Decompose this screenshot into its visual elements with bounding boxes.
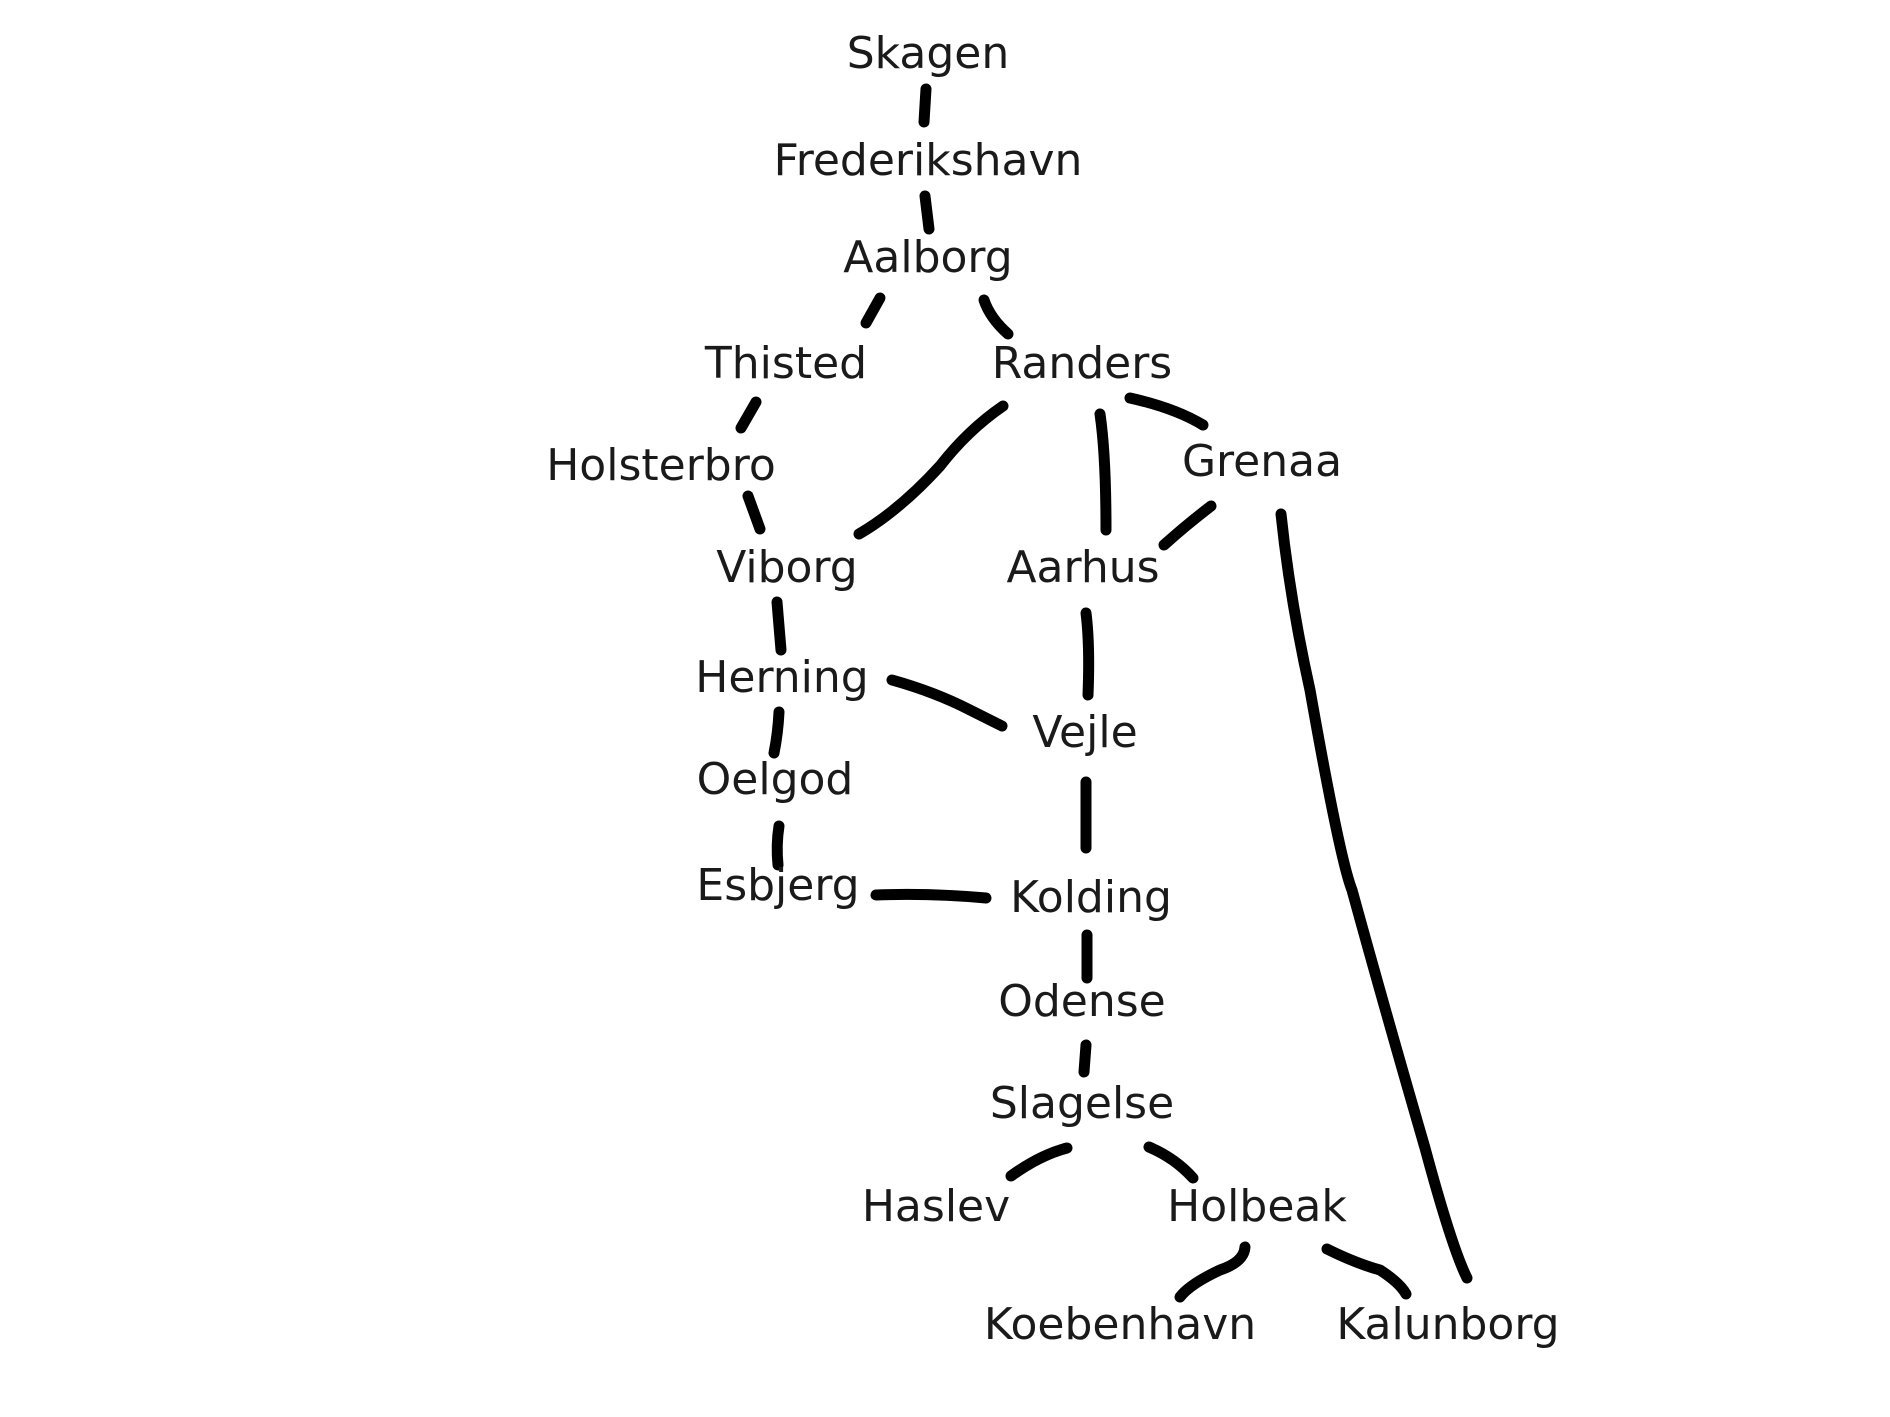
edge-holbeak-kalunborg [1321, 1243, 1412, 1300]
node-kolding: Kolding [1010, 872, 1172, 923]
node-esbjerg: Esbjerg [696, 860, 859, 911]
edge-aalborg-thisted [860, 292, 886, 329]
node-haslev: Haslev [862, 1181, 1010, 1232]
edge-layer [735, 83, 1473, 1303]
node-slagelse: Slagelse [990, 1078, 1174, 1129]
node-oelgod: Oelgod [697, 754, 854, 805]
edge-odense-slagelse [1078, 1039, 1092, 1078]
node-holsterbro: Holsterbro [546, 440, 776, 491]
node-thisted: Thisted [704, 338, 867, 389]
edge-slagelse-haslev [1005, 1142, 1073, 1182]
node-koebenhavn: Koebenhavn [984, 1299, 1256, 1350]
edge-randers-viborg [853, 400, 1009, 540]
edge-holbeak-koebenhavn [1174, 1241, 1251, 1303]
node-kalunborg: Kalunborg [1336, 1299, 1559, 1350]
edge-slagelse-holbeak [1143, 1141, 1199, 1184]
node-aarhus: Aarhus [1006, 542, 1159, 593]
edge-randers-grenaa [1124, 392, 1209, 431]
node-vejle: Vejle [1032, 707, 1137, 758]
edge-skagen-frederikshavn [918, 83, 932, 128]
edge-grenaa-kalunborg [1275, 508, 1473, 1284]
node-skagen: Skagen [847, 28, 1010, 79]
edge-frederikshavn-aalborg [919, 190, 935, 235]
edge-grenaa-aarhus [1158, 500, 1217, 551]
edge-holsterbro-viborg [742, 490, 766, 535]
edge-esbjerg-kolding [870, 888, 992, 904]
edge-aalborg-randers [978, 294, 1014, 340]
node-odense: Odense [998, 976, 1166, 1027]
node-viborg: Viborg [716, 542, 857, 593]
edge-thisted-holsterbro [735, 396, 762, 434]
edge-herning-vejle [886, 674, 1008, 732]
edge-herning-oelgod [768, 706, 785, 759]
edge-randers-aarhus [1094, 408, 1112, 536]
edge-viborg-herning [771, 596, 787, 656]
node-randers: Randers [992, 338, 1172, 389]
edge-oelgod-esbjerg [771, 820, 785, 871]
node-grenaa: Grenaa [1182, 436, 1342, 487]
node-holbeak: Holbeak [1167, 1181, 1347, 1232]
edge-aarhus-vejle [1080, 607, 1095, 701]
node-aalborg: Aalborg [843, 232, 1012, 283]
node-herning: Herning [695, 652, 868, 703]
node-frederikshavn: Frederikshavn [774, 135, 1083, 186]
